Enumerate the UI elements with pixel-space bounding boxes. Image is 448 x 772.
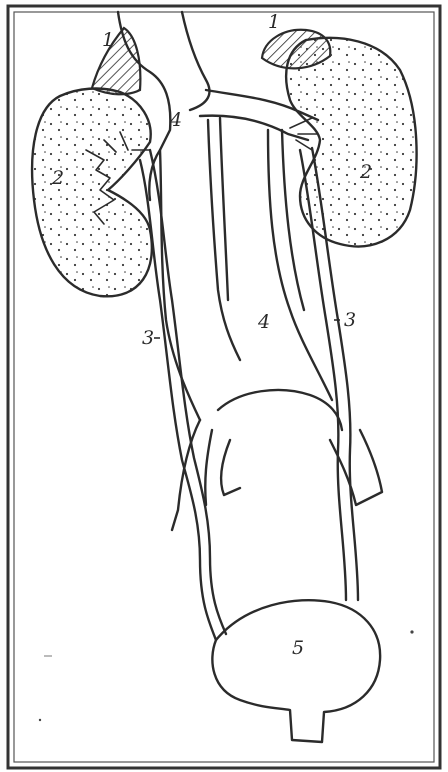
iliac-middle	[221, 440, 240, 495]
bladder	[212, 600, 380, 742]
label-kidney-right: 2	[359, 161, 372, 183]
iliac-left-inner	[205, 430, 212, 505]
label-vessel-top: 4	[169, 109, 182, 131]
label-adrenal-left: 1	[102, 29, 114, 51]
label-ureter-right: 3	[344, 309, 356, 331]
vena-cava-left-wall	[160, 150, 200, 420]
vena-cava-inner-left	[208, 120, 240, 360]
adrenal-left	[92, 28, 140, 94]
aorta-upper-right-wall	[182, 12, 209, 110]
ureter-left-a	[140, 160, 216, 640]
label-adrenal-right: 1	[268, 11, 280, 33]
label-bladder: 5	[292, 637, 304, 659]
speck	[39, 719, 41, 721]
vena-cava-inner-left-2	[220, 118, 228, 300]
label-ureter-left: 3	[142, 327, 154, 349]
label-kidney-left: 2	[51, 167, 64, 189]
iliac-upper-curve	[218, 390, 342, 430]
label-vessel-middle: 4	[257, 311, 270, 333]
kidney-left	[32, 89, 152, 297]
speck	[410, 630, 413, 633]
kidney-right	[286, 38, 416, 247]
